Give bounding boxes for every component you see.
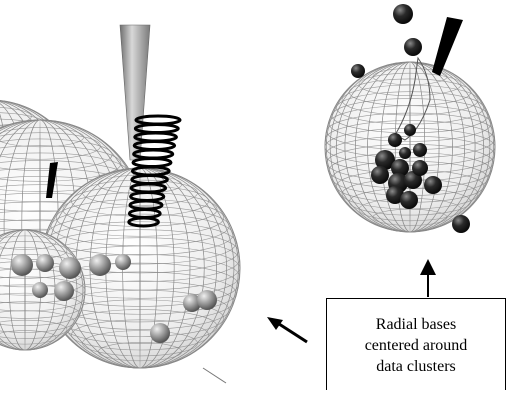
data-ball [400, 191, 418, 209]
stray-mesh-line [203, 368, 226, 383]
spring-coil [133, 159, 171, 167]
grey-data-ball [54, 281, 74, 301]
grey-data-ball [150, 323, 170, 343]
radial-basis-sphere-with-data-clusters [325, 4, 495, 233]
grey-data-ball [89, 254, 111, 276]
data-ball [371, 166, 389, 184]
grey-data-ball [197, 290, 217, 310]
left-sphere-group [0, 100, 240, 368]
data-ball [393, 4, 413, 24]
data-ball [412, 160, 428, 176]
zoomed-radial-basis-spheres [0, 25, 240, 368]
grey-data-ball [32, 282, 48, 298]
caption-line-1: Radial bases [376, 314, 456, 335]
data-ball [424, 176, 442, 194]
data-ball [388, 133, 402, 147]
grey-data-ball [36, 254, 54, 272]
data-ball [399, 147, 411, 159]
grey-data-ball [59, 257, 81, 279]
pointer-arrow-icon [267, 317, 307, 342]
black-wedge-icon [432, 17, 463, 76]
data-ball [413, 143, 427, 157]
grey-data-ball [11, 254, 33, 276]
data-ball [452, 215, 470, 233]
caption-line-2: centered around [365, 335, 468, 356]
caption-box: Radial bases centered around data cluste… [326, 298, 506, 390]
data-ball [404, 124, 416, 136]
data-ball [404, 38, 422, 56]
grey-data-ball [115, 254, 131, 270]
data-ball [351, 64, 365, 78]
up-arrow-icon [420, 259, 436, 297]
caption-line-3: data clusters [376, 356, 456, 377]
